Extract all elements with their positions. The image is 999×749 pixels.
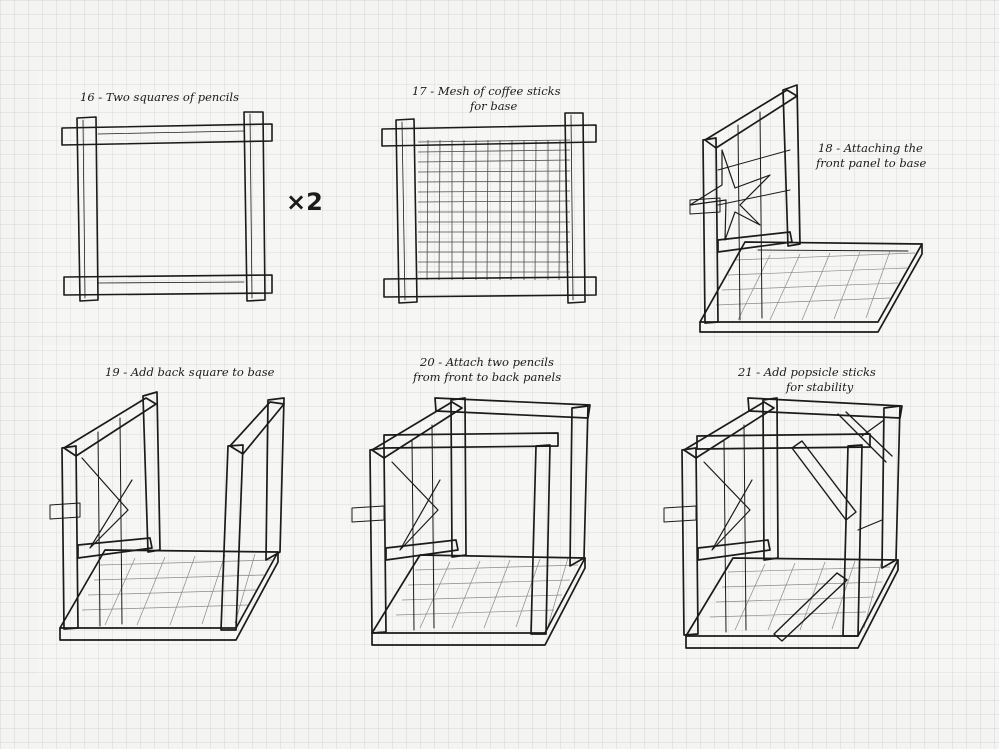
paper-tile <box>620 70 999 335</box>
step-17-mesh-base: 17 - Mesh of coffee sticks for base <box>381 84 597 304</box>
coffee-stick-mesh <box>417 139 571 281</box>
step-20-connecting-pencils: 20 - Attach two pencils from front to ba… <box>351 355 591 646</box>
paper-tile <box>38 345 602 675</box>
times-two-label: ×2 <box>286 188 323 216</box>
step-17-caption-line1: 17 - Mesh of coffee sticks <box>412 84 561 98</box>
paper-tile <box>38 70 602 335</box>
step-21-caption-line2: for stability <box>785 380 854 394</box>
step-16-two-pencil-squares: 16 - Two squares of pencils ×2 <box>61 90 323 302</box>
step-20-caption-line1: 20 - Attach two pencils <box>419 355 554 369</box>
step-17-caption-line2: for base <box>469 99 517 113</box>
step-18-front-panel-on-base: 18 - Attaching the front panel to base <box>689 84 926 333</box>
step-21-caption-line1: 21 - Add popsicle sticks <box>737 365 876 379</box>
step-16-caption: 16 - Two squares of pencils <box>80 90 239 104</box>
step-19-caption: 19 - Add back square to base <box>105 365 275 379</box>
step-19-back-square: 19 - Add back square to base <box>49 365 285 641</box>
step-18-caption-line1: 18 - Attaching the <box>818 141 923 155</box>
step-21-popsicle-sticks: 21 - Add popsicle sticks for stability <box>663 365 903 649</box>
step-20-caption-line2: from front to back panels <box>412 370 561 384</box>
step-18-caption-line2: front panel to base <box>815 156 926 170</box>
